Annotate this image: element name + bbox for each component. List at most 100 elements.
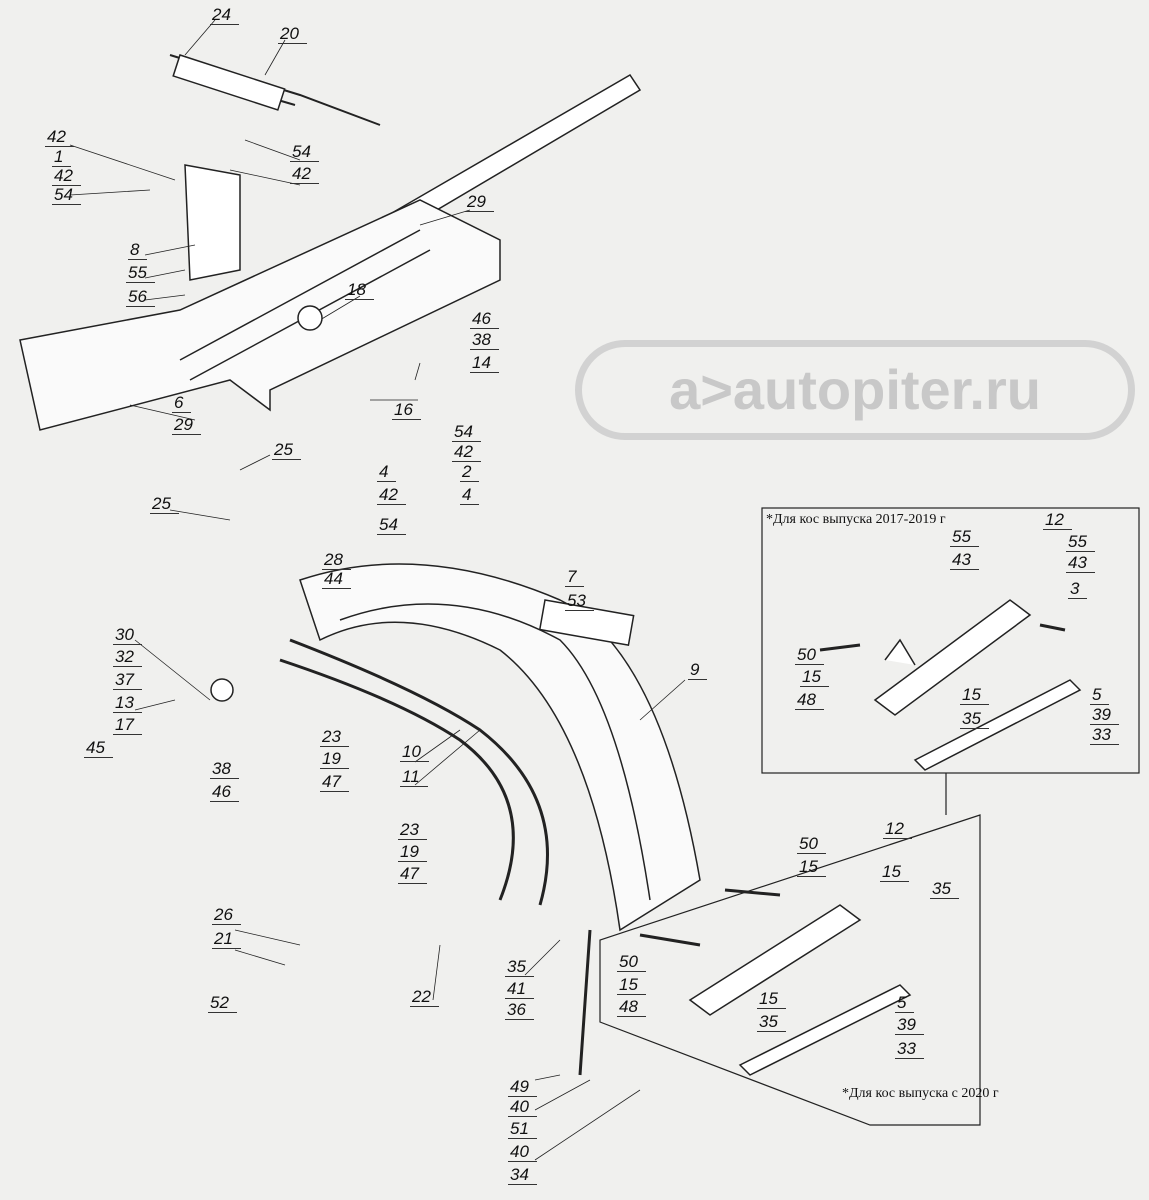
inset-frame-2017-2019 [761,507,1140,774]
callout-label: 42 [452,443,481,462]
callout-label: 16 [392,401,421,420]
callout-label: 45 [84,739,113,758]
callout-label: 52 [208,994,237,1013]
callout-label: 19 [398,843,427,862]
inset-note-2020: *Для кос выпуска с 2020 г [842,1086,999,1101]
plate-5-top [913,679,1082,771]
callout-label: 22 [410,988,439,1007]
callout-label: 23 [320,728,349,747]
callout-label: 8 [128,241,148,260]
callout-label: 40 [508,1143,537,1162]
callout-label: 43 [950,551,979,570]
callout-label: 12 [883,820,912,839]
callout-label: 47 [320,773,349,792]
callout-label: 35 [757,1013,786,1032]
inset-frame-2020 [599,814,981,1126]
callout-label: 42 [290,165,319,184]
callout-label: 42 [377,486,406,505]
callout-label: 35 [930,880,959,899]
callout-label: 14 [470,354,499,373]
callout-label: 24 [210,6,239,25]
callout-label: 38 [210,760,239,779]
plate-5-bottom [738,984,912,1076]
callout-label: 46 [470,310,499,329]
callout-label: 33 [1090,726,1119,745]
callout-label: 42 [45,128,74,147]
callout-label: 46 [210,783,239,802]
callout-label: 4 [460,486,480,505]
callout-label: 19 [320,750,349,769]
callout-label: 54 [52,186,81,205]
callout-label: 30 [113,626,142,645]
leader-lines [69,19,686,1161]
callout-label: 48 [617,998,646,1017]
side-plate [184,164,241,281]
inset-note-2017-2019: *Для кос выпуска 2017-2019 г [766,512,946,527]
callout-label: 11 [400,768,428,787]
callout-label: 20 [278,25,307,44]
callout-label: 56 [126,288,155,307]
callout-label: 15 [797,858,826,877]
callout-label: 55 [950,528,979,547]
bracket-12-top [873,599,1032,716]
callout-label: 54 [452,423,481,442]
callout-label: 37 [113,671,142,690]
callout-label: 32 [113,648,142,667]
bracket-12-bottom [688,904,862,1016]
callout-label: 1 [52,148,72,167]
callout-label: 50 [797,835,826,854]
callout-label: 51 [508,1120,537,1139]
callout-label: 35 [505,958,534,977]
hydraulic-line-10 [279,658,515,901]
callout-label: 44 [322,570,351,589]
callout-label: 54 [290,143,319,162]
callout-label: 55 [1066,533,1095,552]
callout-label: 13 [113,694,142,713]
callout-label: 2 [460,463,480,482]
callout-label: 15 [880,863,909,882]
arch-crossbar [538,599,635,647]
callout-label: 28 [322,551,351,570]
callout-label: 17 [113,716,142,735]
callout-label: 21 [212,930,241,949]
callout-label: 9 [688,661,708,680]
callout-label: 41 [505,980,534,999]
callout-label: 47 [398,865,427,884]
callout-label: 43 [1066,554,1095,573]
callout-label: 50 [795,646,824,665]
bushing-30 [210,678,234,702]
callout-label: 18 [345,281,374,300]
callout-label: 49 [508,1078,537,1097]
callout-label: 39 [895,1016,924,1035]
callout-label: 55 [126,264,155,283]
callout-label: 3 [1068,580,1088,599]
callout-label: 23 [398,821,427,840]
callout-label: 15 [960,686,989,705]
callout-label: 29 [465,193,494,212]
boom-arch-inner [339,603,651,901]
callout-label: 36 [505,1001,534,1020]
callout-label: 6 [172,394,192,413]
callout-label: 48 [795,691,824,710]
callout-label: 38 [470,331,499,350]
callout-label: 34 [508,1166,537,1185]
callout-label: 25 [272,441,301,460]
watermark: a>autopiter.ru [575,340,1135,440]
callout-label: 5 [895,994,915,1013]
callout-label: 15 [757,990,786,1009]
callout-label: 15 [800,668,829,687]
callout-label: 15 [617,976,646,995]
callout-label: 35 [960,710,989,729]
main-frame [19,199,501,431]
callout-label: 29 [172,416,201,435]
callout-label: 50 [617,953,646,972]
cylinder-body [172,54,286,111]
knob-18 [297,305,323,331]
callout-label: 25 [150,495,179,514]
callout-label: 12 [1043,511,1072,530]
callout-label: 40 [508,1098,537,1117]
callout-label: 5 [1090,686,1110,705]
callout-label: 33 [895,1040,924,1059]
callout-label: 7 [565,568,585,587]
